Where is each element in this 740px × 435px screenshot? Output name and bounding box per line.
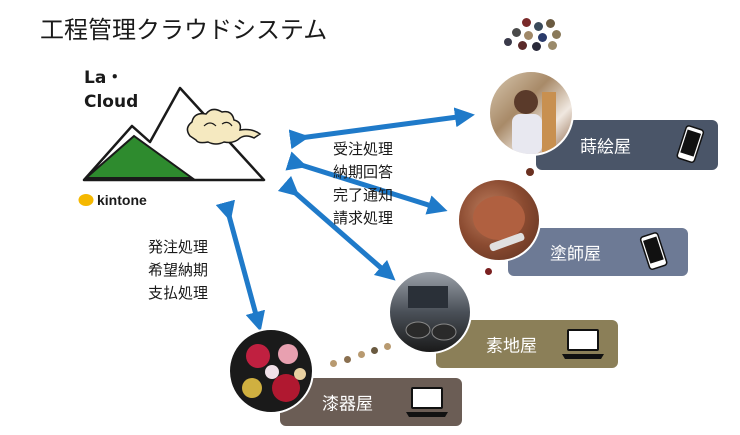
labels-right: 受注処理 納期回答 完了通知 請求処理 <box>333 138 393 230</box>
workshop-name: 漆器屋 <box>322 394 373 415</box>
workshop-name: 素地屋 <box>486 336 537 357</box>
label-desired-delivery: 希望納期 <box>148 261 209 279</box>
kintone-label: kintone <box>97 192 147 208</box>
workshop-card-nushi: 塗師屋 <box>508 228 688 276</box>
cloud-logo <box>82 86 266 182</box>
photo-lacquerware <box>228 328 314 414</box>
photo-nushi-craftsman <box>457 178 541 262</box>
photo-makie-craftsman <box>488 70 574 156</box>
label-delivery-answer: 納期回答 <box>333 163 394 181</box>
label-billing: 請求処理 <box>333 209 394 227</box>
photo-kiji-workshop <box>388 270 472 354</box>
cloud-icon <box>186 108 262 145</box>
kintone-logo: kintone <box>78 192 147 208</box>
laptop-icon <box>562 329 604 359</box>
label-ordering: 発注処理 <box>148 238 209 256</box>
page-title: 工程管理クラウドシステム <box>40 16 328 44</box>
arrow-makie <box>288 107 475 150</box>
arrow-shikki <box>215 199 266 332</box>
smartphone-icon <box>676 125 705 163</box>
workshop-name: 塗師屋 <box>550 244 601 265</box>
laptop-icon <box>406 387 448 417</box>
label-order-receive: 受注処理 <box>333 140 394 158</box>
kintone-icon <box>78 194 94 206</box>
label-payment: 支払処理 <box>148 284 209 302</box>
label-completion-notice: 完了通知 <box>333 186 394 204</box>
labels-left: 発注処理 希望納期 支払処理 <box>148 236 208 305</box>
arrow-kiji <box>277 175 396 281</box>
logo-text: La・ Cloud <box>84 68 139 112</box>
workshop-name: 蒔絵屋 <box>580 137 631 158</box>
smartphone-icon <box>639 232 668 270</box>
